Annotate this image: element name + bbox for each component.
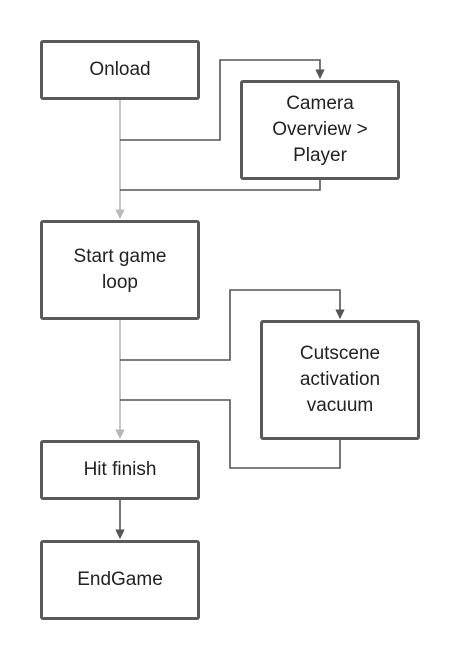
node-onload: Onload [40, 40, 200, 100]
connector-start-to-cutscene [120, 289, 345, 361]
node-cutscene-activation: Cutscene activation vacuum [260, 320, 420, 440]
node-cutscene-activation-label: Cutscene activation vacuum [299, 343, 381, 416]
node-start-game-loop: Start game loop [40, 220, 200, 320]
connector-cutscene-return [120, 399, 341, 469]
connector-camera-return [120, 180, 321, 191]
node-camera-overview: Camera Overview > Player [240, 80, 400, 180]
node-start-game-loop-label: Start game loop [73, 246, 167, 293]
node-hit-finish-label: Hit finish [83, 459, 157, 480]
node-camera-overview-label: Camera Overview > Player [272, 93, 368, 166]
node-onload-label: Onload [89, 59, 151, 80]
connector-onload-to-camera [120, 59, 325, 141]
node-end-game-label: EndGame [77, 569, 163, 590]
node-end-game: EndGame [40, 540, 200, 620]
node-hit-finish: Hit finish [40, 440, 200, 500]
